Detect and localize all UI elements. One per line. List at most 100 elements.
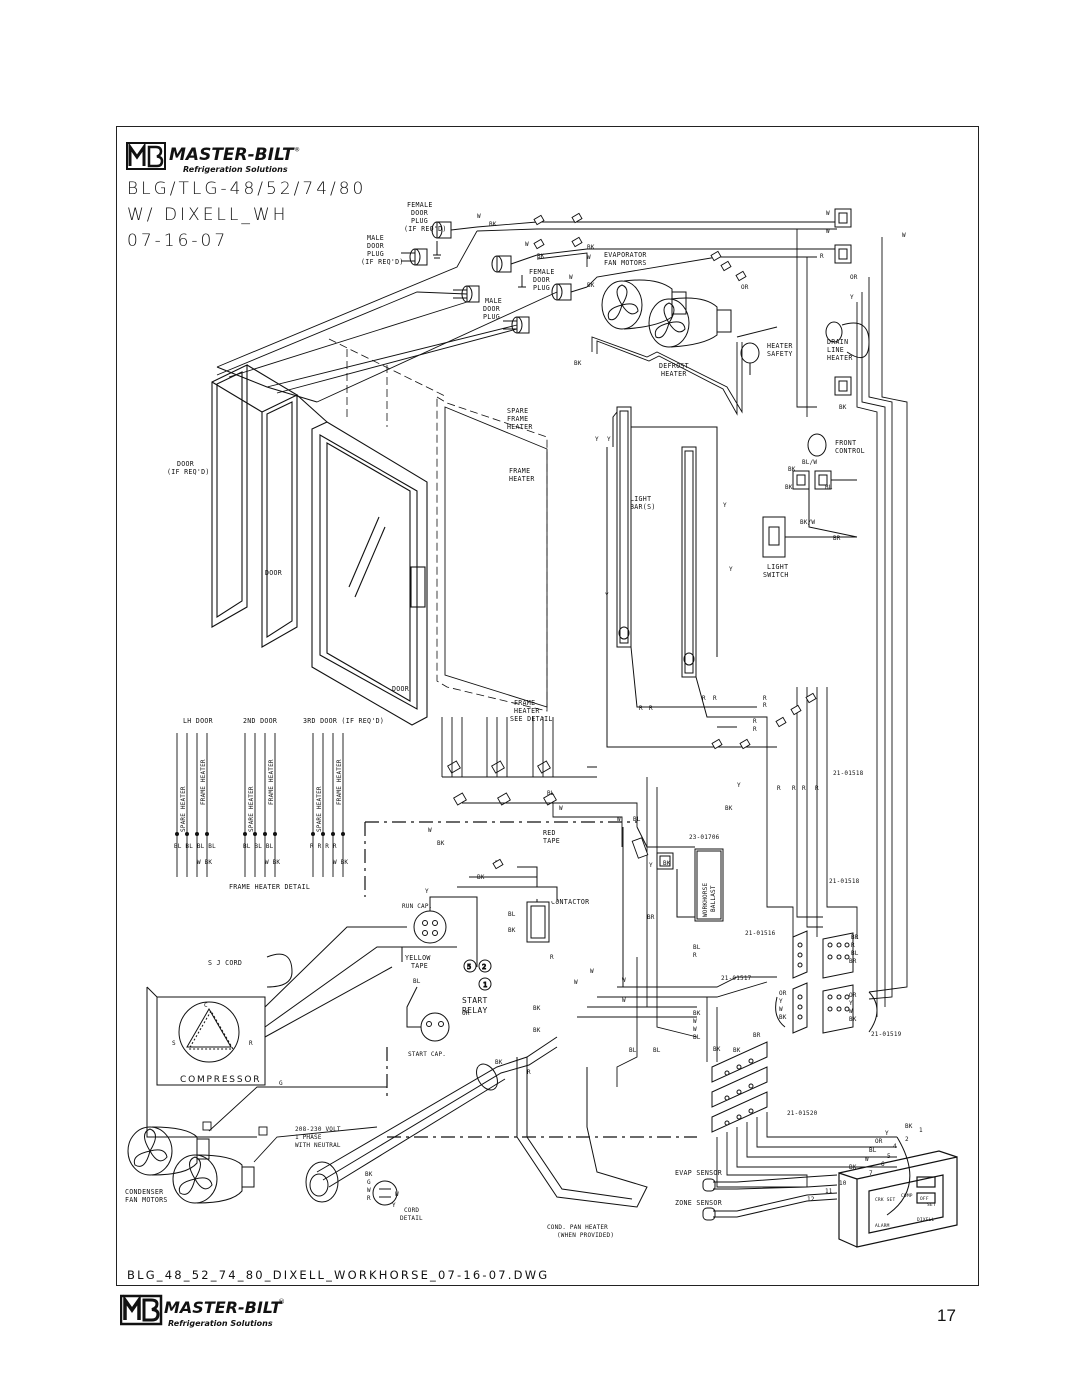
svg-text:YELLOW: YELLOW: [405, 954, 431, 962]
svg-text:W: W: [587, 254, 591, 261]
svg-text:SEE DETAIL: SEE DETAIL: [510, 715, 553, 723]
door-plug-female-2: [491, 254, 538, 288]
svg-text:CORD: CORD: [404, 1207, 419, 1214]
svg-text:HEATER: HEATER: [509, 475, 535, 483]
door-label-2: DOOR: [392, 685, 409, 693]
svg-text:BK: BK: [788, 466, 796, 473]
svg-text:R: R: [763, 695, 767, 702]
svg-text:FAN MOTORS: FAN MOTORS: [604, 259, 647, 267]
evaporator-fan-motors-label: EVAPORATOR FAN MOTORS: [604, 251, 647, 267]
svg-text:R: R: [792, 785, 796, 792]
heater-safety-label: HEATER SAFETY: [767, 342, 792, 358]
svg-text:R: R: [820, 253, 824, 260]
mid-wire-codes: 21-01518 BK: [725, 770, 863, 812]
svg-text:G: G: [279, 1080, 283, 1087]
light-switch-label: LIGHT SWITCH: [763, 563, 788, 579]
svg-text:S: S: [172, 1040, 176, 1047]
svg-text:Y: Y: [649, 862, 653, 869]
svg-text:TAPE: TAPE: [543, 837, 560, 845]
svg-text:SET: SET: [927, 1202, 936, 1208]
svg-text:WORKHORSE: WORKHORSE: [702, 883, 709, 917]
svg-text:BALLAST: BALLAST: [710, 885, 717, 912]
svg-text:HEATER: HEATER: [827, 354, 853, 362]
svg-text:W: W: [849, 1008, 853, 1015]
svg-text:MALE: MALE: [485, 297, 502, 305]
svg-text:W: W: [428, 827, 432, 834]
svg-text:SPARE HEATER: SPARE HEATER: [180, 786, 187, 832]
svg-text:LIGHT: LIGHT: [767, 563, 788, 571]
svg-text:BL: BL: [633, 816, 641, 823]
svg-text:BR: BR: [833, 535, 841, 542]
power-cord: [305, 1036, 558, 1203]
svg-text:208-230 VOLT: 208-230 VOLT: [295, 1126, 341, 1133]
svg-text:R: R: [777, 785, 781, 792]
junction-box-top-1: [834, 208, 852, 396]
svg-text:BAR(S): BAR(S): [630, 503, 656, 511]
svg-text:W: W: [693, 1026, 697, 1033]
svg-text:W: W: [622, 977, 626, 984]
female-door-plug-label-2: FEMALE DOOR PLUG: [529, 268, 554, 292]
svg-text:Y: Y: [779, 998, 783, 1005]
svg-text:W: W: [693, 1018, 697, 1025]
contactor: [457, 866, 558, 943]
svg-text:W BK: W BK: [197, 859, 212, 866]
svg-text:FRAME: FRAME: [509, 467, 530, 475]
footer-logo: MASTER-BILT ® Refrigeration Solutions: [119, 1293, 320, 1339]
svg-text:BK: BK: [849, 1164, 857, 1171]
svg-text:DOOR: DOOR: [177, 460, 194, 468]
svg-text:FRAME: FRAME: [514, 699, 535, 707]
svg-text:W: W: [902, 232, 906, 239]
svg-text:W: W: [826, 228, 830, 235]
header-logo-word: MASTER-BILT: [169, 145, 295, 165]
svg-text:2: 2: [905, 1136, 909, 1143]
svg-text:PLUG: PLUG: [533, 284, 550, 292]
svg-text:BK: BK: [489, 221, 497, 228]
svg-text:R: R: [753, 718, 757, 725]
start-relay-label: START RELAY: [462, 996, 487, 1015]
part-21-01517-label: 21-01517: [721, 975, 752, 982]
cond-pan-heater: [516, 1057, 648, 1208]
svg-text:FRAME: FRAME: [507, 415, 528, 423]
evap-sensor-label: EVAP SENSOR: [675, 1169, 722, 1177]
part-23-01706-label: 23-01706: [689, 834, 720, 841]
svg-text:1: 1: [483, 981, 487, 989]
svg-text:CONTROL: CONTROL: [835, 447, 865, 455]
cord-detail-plug: [372, 1180, 398, 1206]
svg-text:MALE: MALE: [367, 234, 384, 242]
svg-text:BR: BR: [849, 958, 857, 965]
contactor-label: CONTACTOR: [551, 898, 589, 906]
header-logo: MASTER-BILT ® Refrigeration Solutions: [126, 142, 300, 174]
svg-text:R: R: [367, 1195, 371, 1202]
svg-text:FRONT: FRONT: [835, 439, 856, 447]
compressor-label: COMPRESSOR: [180, 1075, 261, 1085]
svg-text:W: W: [477, 213, 481, 220]
svg-text:BK: BK: [693, 1010, 701, 1017]
header-logo-tagline: Refrigeration Solutions: [183, 165, 288, 174]
svg-text:PLUG: PLUG: [367, 250, 384, 258]
svg-text:Y: Y: [392, 1202, 396, 1209]
drawing-file-name: BLG_48_52_74_80_DIXELL_WORKHORSE_07-16-0…: [127, 1268, 549, 1282]
svg-text:BK: BK: [495, 1059, 503, 1066]
svg-text:W: W: [574, 979, 578, 986]
footer-logo-tagline: Refrigeration Solutions: [168, 1319, 273, 1328]
svg-text:BK: BK: [839, 404, 847, 411]
svg-text:BR: BR: [647, 914, 655, 921]
svg-text:BK: BK: [437, 840, 445, 847]
compressor: [146, 926, 457, 1138]
svg-text:BK/W: BK/W: [800, 519, 815, 526]
part-21-01516-label: 21-01516: [745, 930, 776, 937]
wire-nuts-mid: [492, 692, 817, 870]
svg-text:OR: OR: [875, 1138, 883, 1145]
terminal-block-21-01520: [711, 1041, 768, 1133]
yellow-tape-label: YELLOW TAPE: [405, 954, 431, 970]
svg-text:OFF: OFF: [920, 1196, 929, 1202]
svg-text:SPARE HEATER: SPARE HEATER: [248, 786, 255, 832]
dixell-controller: [838, 1150, 958, 1248]
svg-text:R: R: [763, 702, 767, 709]
female-door-plug-label-1: FEMALE DOOR PLUG (IF REQ'D): [404, 201, 446, 233]
spare-frame-heater-outline: [328, 338, 548, 712]
svg-text:R: R: [753, 726, 757, 733]
svg-text:W: W: [617, 816, 621, 823]
